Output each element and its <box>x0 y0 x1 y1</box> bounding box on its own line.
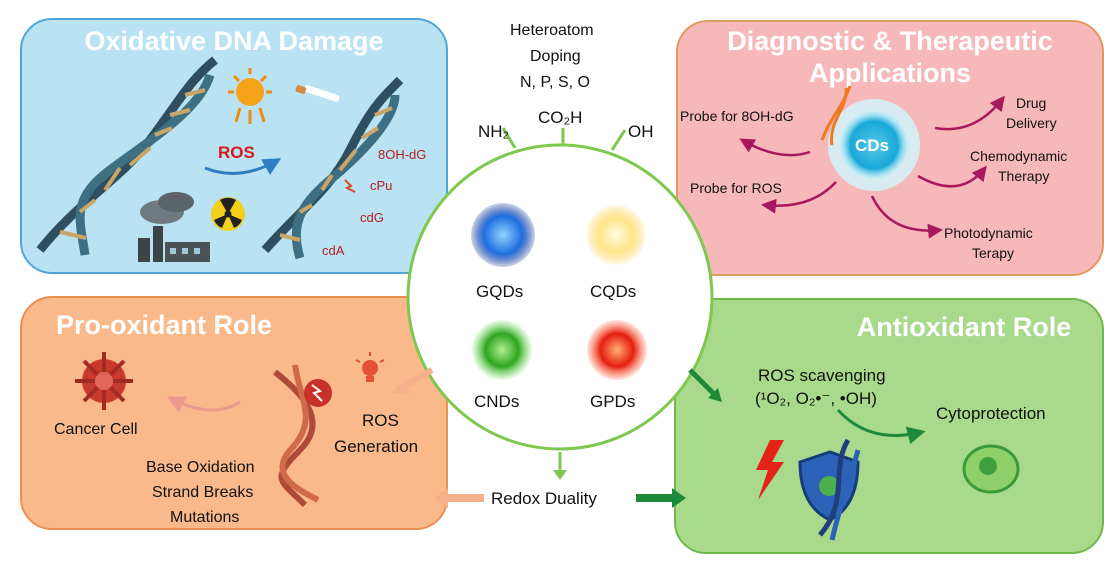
pro-oxidant-panel: Pro-oxidant Role <box>20 296 448 530</box>
chemodynamic-label-line2: Therapy <box>998 168 1050 184</box>
antioxidant-panel-title: Antioxidant Role <box>856 312 1072 342</box>
lesion-cdg: cdG <box>360 210 384 225</box>
probe-ros-label: Probe for ROS <box>690 180 782 196</box>
arrow-to-cytoprotection <box>836 408 926 445</box>
doping-label-line1: Heteroatom <box>510 22 594 39</box>
sun-icon <box>228 68 272 124</box>
arrow-probe-ros <box>761 181 837 214</box>
lesion-cpu: cPu <box>370 178 393 193</box>
dna-helix-icon <box>36 56 218 256</box>
cds-label: CDs <box>855 136 890 155</box>
dna-fragment-icon <box>820 85 852 146</box>
lightning-icon <box>756 440 784 500</box>
factory-icon <box>138 192 210 262</box>
damaged-dna-helix-icon <box>261 76 404 260</box>
arrow-chemodynamic <box>917 165 987 188</box>
oxidative-panel-title: Oxidative DNA Damage <box>84 26 384 56</box>
cds-nanoparticle-icon <box>828 99 920 191</box>
ros-label: ROS <box>218 143 255 162</box>
lightbulb-icon <box>355 352 385 382</box>
arrow-to-antioxidant <box>688 368 722 402</box>
cnds-label: CNDs <box>474 392 520 411</box>
group-nh2: NH₂ <box>478 122 510 141</box>
photodynamic-label-line1: Photodynamic <box>944 225 1033 241</box>
group-oh: OH <box>628 122 654 141</box>
drug-delivery-label-line1: Drug <box>1016 95 1047 111</box>
pro-oxidant-panel-title: Pro-oxidant Role <box>55 310 272 340</box>
gqds-label: GQDs <box>476 282 524 301</box>
ros-arrow-icon <box>204 158 282 176</box>
ros-generation-label-line2: Generation <box>334 437 419 456</box>
cqds-label: CQDs <box>590 282 637 301</box>
oxidative-dna-damage-panel: Oxidative DNA Damage <box>20 18 448 274</box>
cytoprotection-label: Cytoprotection <box>936 404 1046 423</box>
ros-generation-label-line1: ROS <box>362 411 399 430</box>
doping-label-line2: Doping <box>530 48 581 65</box>
redox-left-arrow <box>434 488 484 508</box>
broken-dna-icon <box>273 364 320 508</box>
radiation-icon <box>211 197 245 231</box>
carbon-dots-circle <box>406 143 714 451</box>
chemodynamic-label-line1: Chemodynamic <box>970 148 1068 164</box>
diagnostic-panel-title-line1: Diagnostic & Therapeutic <box>727 26 1053 56</box>
photodynamic-label-line2: Terapy <box>972 245 1015 261</box>
group-co2h: CO₂H <box>538 108 583 127</box>
effect-base-oxidation: Base Oxidation <box>146 459 255 476</box>
lesion-8ohdg: 8OH-dG <box>378 147 427 162</box>
antioxidant-panel: Antioxidant Role <box>674 298 1104 554</box>
cqds-particle-icon <box>586 205 646 265</box>
cancer-cell-icon <box>75 352 133 410</box>
protected-dna-icon <box>818 438 861 541</box>
effect-mutations: Mutations <box>170 509 240 526</box>
probe-8ohdg-label: Probe for 8OH-dG <box>680 108 794 124</box>
cigarette-icon <box>295 85 340 102</box>
ros-scavenging-label: ROS scavenging <box>758 366 886 385</box>
lesion-cda: cdA <box>322 243 345 258</box>
healthy-cell-icon <box>962 444 1020 494</box>
arrow-to-cancer-cell <box>166 396 241 413</box>
diagnostic-panel-title-line2: Applications <box>808 58 971 88</box>
redox-duality-label: Redox Duality <box>491 489 597 508</box>
arrow-to-pro-oxidant <box>392 367 434 394</box>
drug-delivery-label-line2: Delivery <box>1006 115 1057 131</box>
effect-strand-breaks: Strand Breaks <box>152 484 254 501</box>
gpds-label: GPDs <box>590 392 636 411</box>
arrow-probe-8ohdg <box>739 138 811 157</box>
arrow-drug-delivery <box>934 95 1005 131</box>
cnds-particle-icon <box>472 320 532 380</box>
ros-burst-icon <box>304 379 332 407</box>
arrow-photodynamic <box>870 195 943 239</box>
gpds-particle-icon <box>587 320 647 380</box>
redox-right-arrow <box>636 488 686 508</box>
doping-label-line3: N, P, S, O <box>520 74 590 91</box>
ros-species-label: (¹O₂, O₂•⁻, •OH) <box>755 389 877 408</box>
gqds-particle-icon <box>471 203 535 267</box>
cancer-cell-label: Cancer Cell <box>54 421 138 438</box>
